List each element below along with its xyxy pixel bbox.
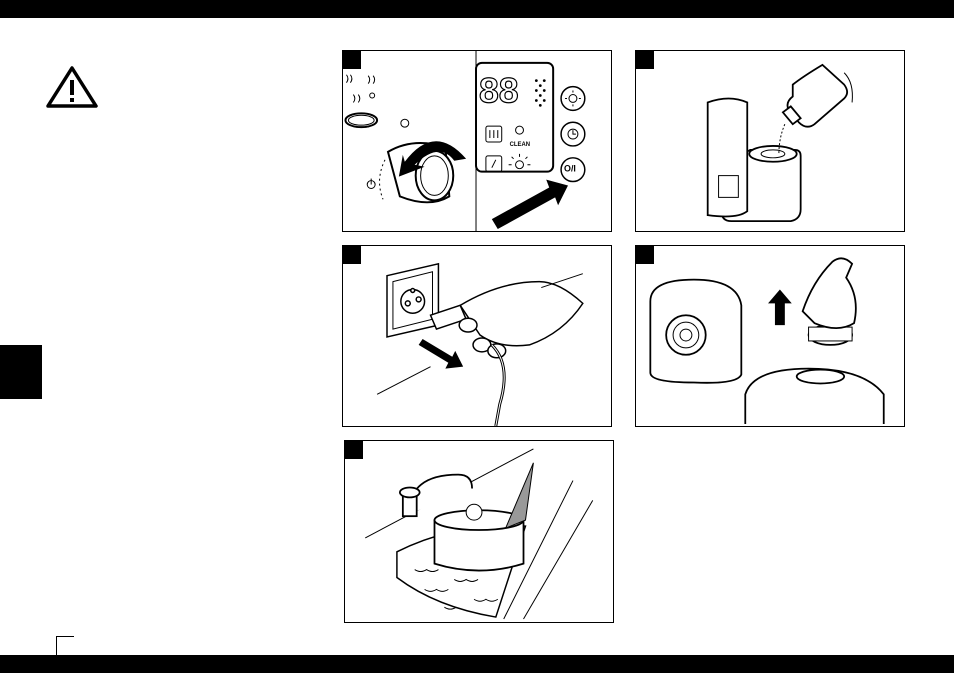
illustration-step-3 bbox=[342, 245, 612, 427]
rinse-drawing bbox=[345, 441, 613, 622]
faucet bbox=[400, 475, 472, 517]
header-bar bbox=[0, 0, 954, 18]
illustration-step-1: 88 CLEAN bbox=[342, 50, 612, 232]
svg-text:88: 88 bbox=[479, 70, 519, 110]
display-panel: 88 CLEAN bbox=[476, 63, 553, 172]
lift-part-drawing bbox=[636, 246, 904, 426]
press-arrow bbox=[492, 180, 568, 229]
pull-arrow bbox=[419, 339, 464, 369]
power-button-label: O/I bbox=[564, 164, 576, 174]
pouring-drawing bbox=[636, 51, 904, 231]
knob-and-panel-drawing: 88 CLEAN bbox=[343, 51, 611, 231]
tank-part bbox=[434, 504, 523, 570]
footer-bar bbox=[0, 655, 954, 673]
illustration-step-5 bbox=[344, 440, 614, 623]
svg-text:CLEAN: CLEAN bbox=[510, 142, 530, 148]
illustration-step-4 bbox=[635, 245, 905, 427]
illustration-step-2 bbox=[635, 50, 905, 232]
unplug-drawing bbox=[343, 246, 611, 426]
water-ripples bbox=[415, 570, 498, 610]
section-tab bbox=[0, 345, 42, 399]
warning-triangle-icon bbox=[46, 66, 98, 108]
page-corner-marker bbox=[56, 636, 74, 655]
lift-arrow bbox=[768, 290, 792, 326]
